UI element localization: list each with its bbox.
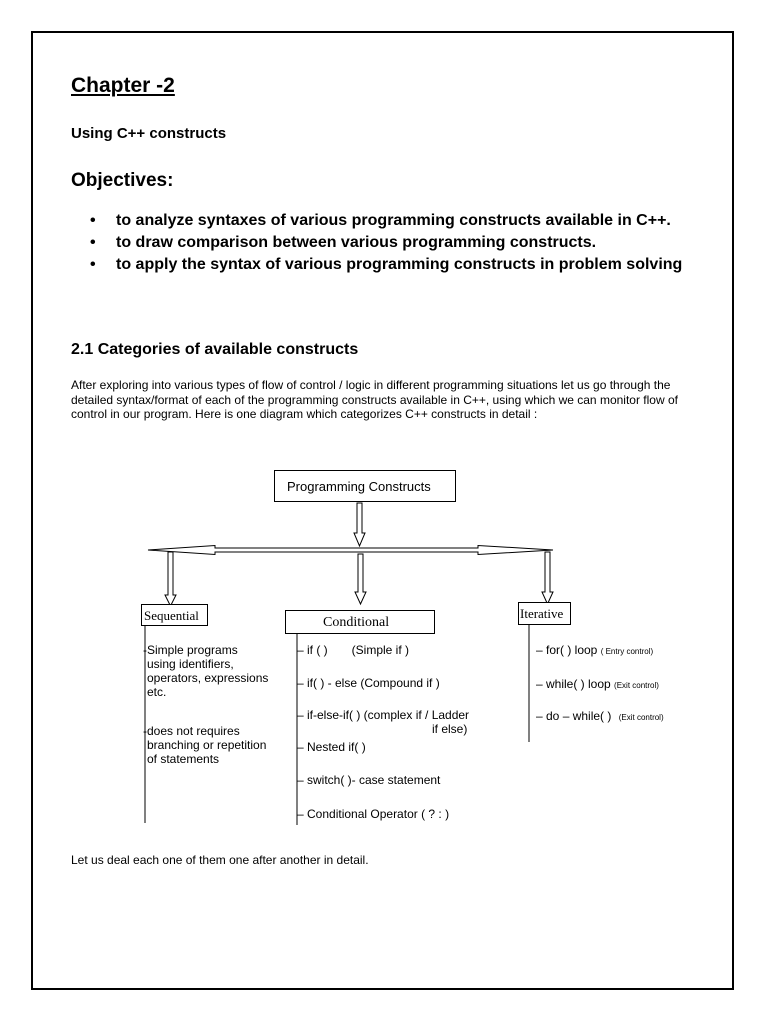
conditional-item-ladder: – if-else-if( ) (complex if / Ladder if … [297, 708, 469, 736]
conditional-label: Conditional [323, 615, 390, 630]
iterative-box: Iterative [518, 602, 571, 625]
page-border [31, 31, 734, 990]
iterative-label: Iterative [520, 606, 564, 621]
down-arrow-icon [541, 551, 554, 606]
sequential-item: -Simple programs using identifiers, oper… [143, 643, 268, 699]
objective-text: to draw comparison between various progr… [116, 234, 597, 251]
objective-item: • to apply the syntax of various program… [88, 255, 708, 274]
objective-text: to apply the syntax of various programmi… [116, 256, 683, 273]
iterative-item-while: – while( ) loop (Exit control) [536, 677, 659, 693]
bullet-icon: • [90, 256, 96, 273]
conditional-item-compound-if: – if( ) - else (Compound if ) [297, 676, 440, 690]
sequential-item-line: branching or repetition [147, 738, 267, 752]
conditional-item-simple-if: – if ( ) (Simple if ) [297, 643, 409, 657]
conditional-item-ternary: – Conditional Operator ( ? : ) [297, 807, 450, 821]
iterative-item-for: – for( ) loop ( Entry control) [536, 643, 653, 659]
sequential-item-line: -Simple programs [143, 643, 238, 657]
conditional-item-nested: – Nested if( ) [297, 740, 366, 754]
iterative-item-note: ( Entry control) [600, 647, 654, 656]
double-arrow-icon [147, 544, 554, 556]
sequential-item-line: using identifiers, [147, 657, 234, 671]
bullet-icon: • [90, 212, 96, 229]
chapter-subtitle: Using C++ constructs [71, 125, 227, 142]
conditional-item-switch: – switch( )- case statement [297, 773, 441, 787]
sequential-item: -does not requires branching or repetiti… [143, 724, 266, 766]
root-label: Programming Constructs [287, 479, 431, 494]
objective-text: to analyze syntaxes of various programmi… [116, 212, 671, 229]
bullet-icon: • [90, 234, 96, 251]
iterative-item-text: – while( ) loop [536, 677, 611, 691]
iterative-item-note: (Exit control) [618, 713, 664, 722]
sequential-item-line: -does not requires [143, 724, 240, 738]
iterative-item-text: – do – while( ) [536, 709, 612, 723]
iterative-item-text: – for( ) loop [536, 643, 598, 657]
objective-item: • to draw comparison between various pro… [88, 233, 708, 252]
down-arrow-icon [354, 553, 367, 606]
sequential-item-line: operators, expressions [147, 671, 269, 685]
programming-constructs-box: Programming Constructs [274, 470, 456, 502]
conditional-item-text: – if ( ) [297, 643, 328, 657]
objectives-list: • to analyze syntaxes of various program… [88, 211, 708, 277]
objective-item: • to analyze syntaxes of various program… [88, 211, 708, 230]
section-heading: 2.1 Categories of available constructs [71, 341, 359, 358]
closing-paragraph: Let us deal each one of them one after a… [71, 853, 369, 867]
conditional-item-text: if else) [432, 722, 468, 736]
sequential-item-line: of statements [147, 752, 220, 766]
conditional-item-note: (Simple if ) [351, 643, 410, 657]
conditional-item-text: – if-else-if( ) (complex if / Ladder [297, 708, 470, 722]
intro-paragraph: After exploring into various types of fl… [71, 378, 678, 421]
down-arrow-icon [353, 502, 366, 548]
sequential-item-line: etc. [147, 685, 167, 699]
objectives-heading: Objectives: [71, 170, 174, 191]
sequential-label: Sequential [144, 608, 199, 623]
sequential-box: Sequential [141, 604, 208, 626]
iterative-item-note: (Exit control) [614, 681, 659, 690]
iterative-item-do-while: – do – while( ) (Exit control) [536, 709, 664, 725]
chapter-title: Chapter -2 [71, 74, 175, 97]
down-arrow-icon [164, 551, 177, 608]
conditional-box: Conditional [285, 610, 435, 634]
